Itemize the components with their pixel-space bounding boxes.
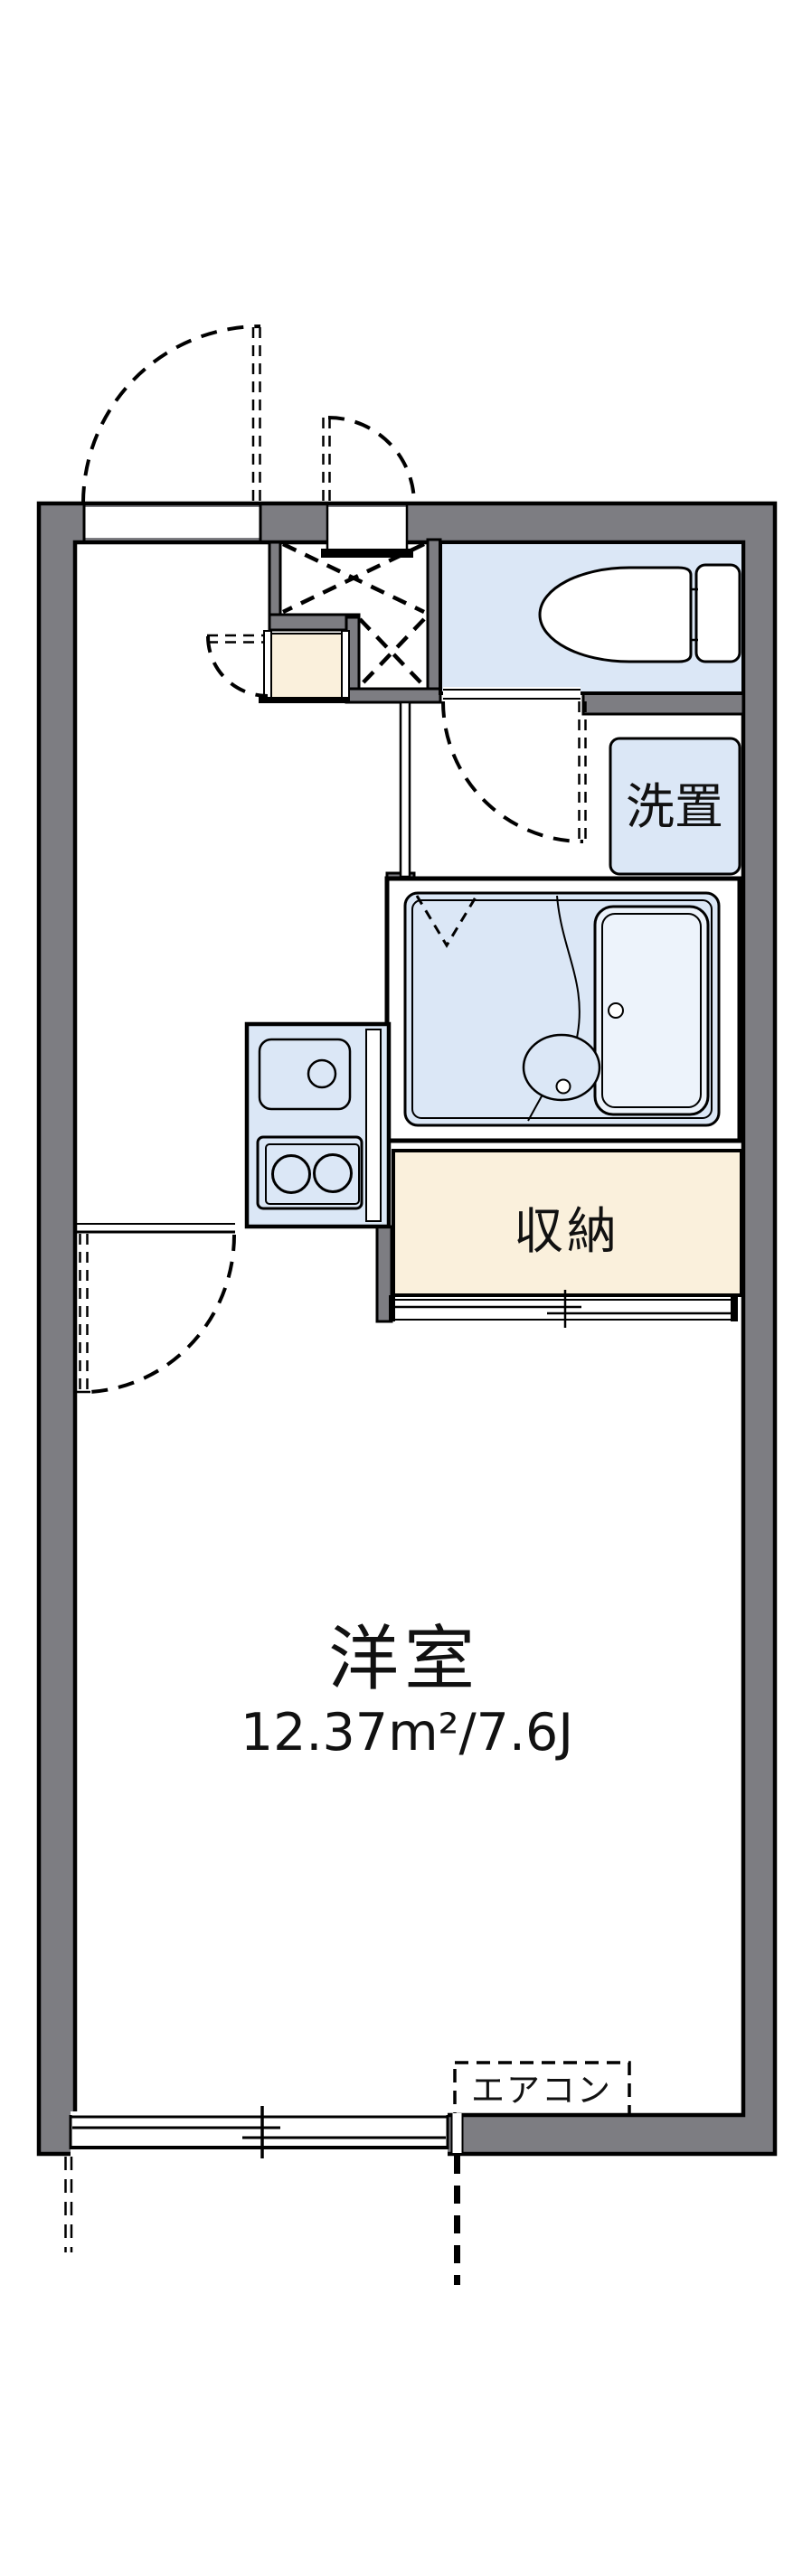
south-window <box>69 2106 449 2158</box>
kitchen-sink <box>258 1038 352 1111</box>
toilet-bowl <box>538 566 693 663</box>
kitchen-doorway <box>77 1223 237 1394</box>
air-conditioner: エアコン <box>453 2061 631 2117</box>
storage-label: 収納 <box>514 1202 620 1260</box>
bathroom <box>384 876 742 1143</box>
drain-line <box>527 1094 543 1122</box>
bathtub-outer <box>593 905 710 1116</box>
closet-area <box>392 1149 743 1297</box>
basin-drain <box>555 1078 571 1095</box>
washbasin <box>522 895 601 1122</box>
stove-inner <box>265 1143 360 1205</box>
stove-burner <box>313 1153 353 1193</box>
door-swing-arc <box>327 416 416 504</box>
toilet-tank <box>694 563 741 663</box>
entrance-door <box>321 416 416 558</box>
track-end-cap <box>389 1295 395 1321</box>
kitchen-counter <box>244 1021 392 1229</box>
entrance-door-panel <box>321 549 413 558</box>
wall-segment <box>268 541 282 619</box>
x-mark <box>358 617 426 688</box>
bathtub <box>593 905 710 1116</box>
genkan-tile <box>271 635 342 698</box>
counter-edge <box>365 1029 382 1222</box>
washer-pan <box>609 737 741 876</box>
track-end-cap <box>731 1295 738 1321</box>
tile-step-edge <box>259 697 349 703</box>
corridor-wall <box>399 700 411 879</box>
entrance-recess <box>327 507 407 550</box>
main-room: 洋室 12.37m²/7.6J エアコン <box>241 1619 631 2117</box>
bathtub-faucet <box>608 1002 624 1019</box>
aircon-label: エアコン <box>471 2071 612 2110</box>
shower-pipe-line <box>556 895 581 1039</box>
entrance-hall <box>206 541 426 703</box>
window-opening-gap <box>84 507 260 538</box>
door-swing-arc <box>206 635 269 698</box>
sliding-track <box>395 1297 731 1321</box>
interior-door-closed <box>263 630 272 702</box>
casement-window-opening <box>81 324 262 542</box>
wall-segment <box>426 538 442 704</box>
washer-space-label: 洗置 <box>626 778 723 835</box>
washer-space: 洗置 <box>609 737 741 876</box>
bathroom-floor-inner-line <box>411 899 713 1119</box>
x-mark <box>282 541 425 615</box>
wall-segment <box>345 687 442 704</box>
closet-sliding-door <box>389 1290 738 1328</box>
toilet-room <box>439 541 745 843</box>
boundary-dashes <box>64 2113 464 2285</box>
stove-burner <box>271 1154 311 1194</box>
basin-bowl <box>522 1033 601 1102</box>
aircon-box <box>453 2061 631 2117</box>
door-swing-arc <box>81 324 261 503</box>
door-swing-arc <box>441 700 584 843</box>
tile-frame <box>341 630 350 702</box>
room-name-label: 洋室 <box>328 1619 480 1700</box>
door-swing-arc <box>89 1234 237 1394</box>
sink-faucet <box>307 1058 337 1089</box>
wall-slot <box>451 2113 463 2153</box>
toilet-fixture <box>538 563 741 663</box>
kitchen-stove <box>256 1135 364 1210</box>
room-area-label: 12.37m²/7.6J <box>241 1703 573 1763</box>
storage-closet: 収納 <box>389 1149 743 1328</box>
bathtub-inner <box>601 913 702 1108</box>
x-mark <box>358 617 426 688</box>
bath-door-fold-mark <box>415 895 478 948</box>
